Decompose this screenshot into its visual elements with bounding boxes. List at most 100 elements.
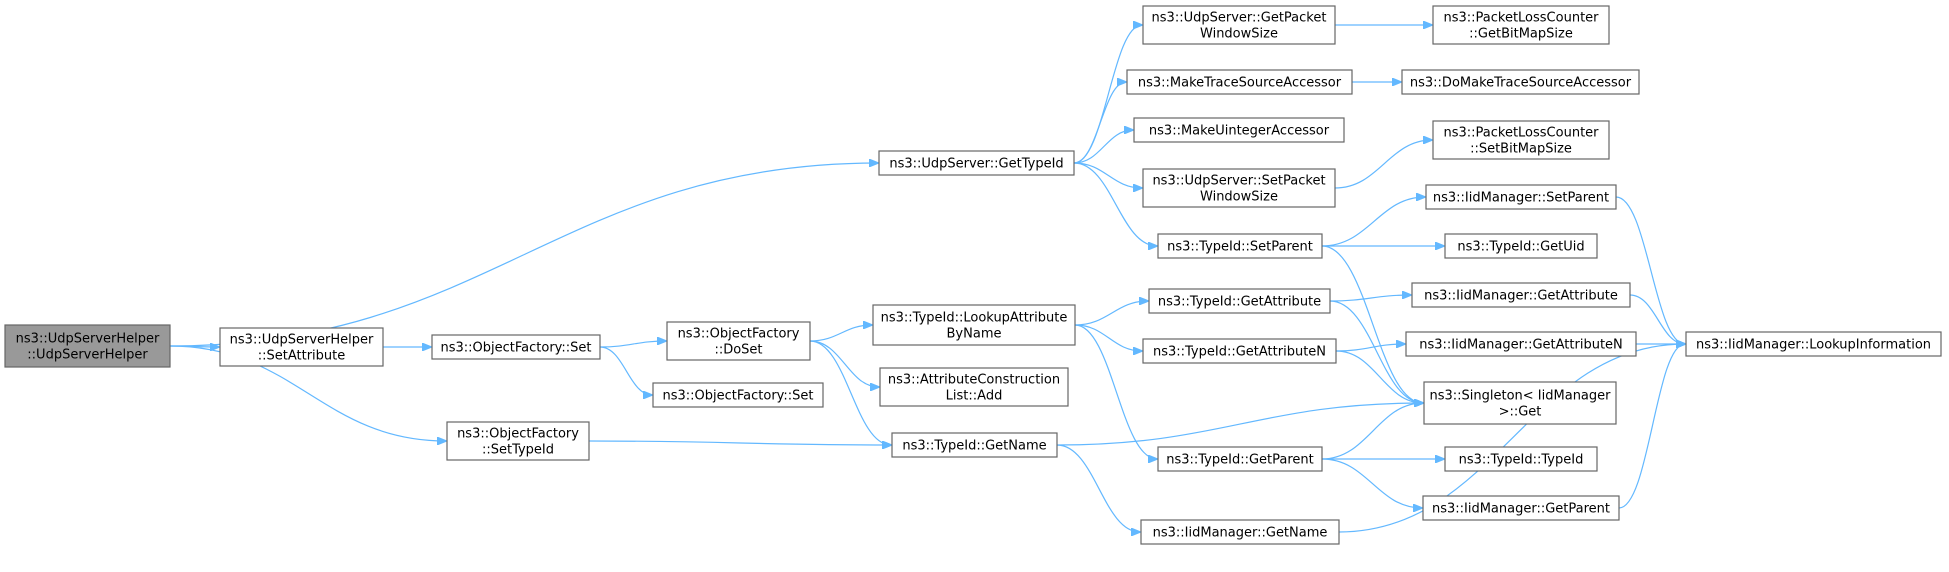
node-makeTrace[interactable]: ns3::MakeTraceSourceAccessor <box>1126 69 1353 95</box>
node-box[interactable] <box>1142 168 1336 208</box>
node-root[interactable]: ns3::UdpServerHelper::UdpServerHelper <box>4 324 171 368</box>
node-tidGetUid[interactable]: ns3::TypeId::GetUid <box>1444 233 1598 259</box>
node-iidLookup[interactable]: ns3::IidManager::LookupInformation <box>1685 331 1942 357</box>
node-iidGetAttrN[interactable]: ns3::IidManager::GetAttributeN <box>1405 331 1637 357</box>
edge-ofDoSet-to-lookupAttr <box>809 325 872 342</box>
node-tidSetParent[interactable]: ns3::TypeId::SetParent <box>1157 233 1323 259</box>
edge-setPktWin-to-plcSetBitMap <box>1334 140 1432 189</box>
node-helperSetAttr[interactable]: ns3::UdpServerHelper::SetAttribute <box>219 327 384 367</box>
edge-root-to-udpGetTypeId <box>169 163 878 347</box>
node-iidSetParent[interactable]: ns3::IidManager::SetParent <box>1425 184 1617 210</box>
node-label: ns3::Singleton< IidManager <box>1429 389 1611 404</box>
node-udpGetTypeId[interactable]: ns3::UdpServer::GetTypeId <box>878 150 1075 176</box>
edge-ofSet-to-ofDoSet <box>599 341 666 348</box>
node-tidTypeId[interactable]: ns3::TypeId::TypeId <box>1444 446 1598 472</box>
node-tidGetAttr[interactable]: ns3::TypeId::GetAttribute <box>1148 288 1331 314</box>
node-box[interactable] <box>1405 331 1637 357</box>
node-tidGetAttrN[interactable]: ns3::TypeId::GetAttributeN <box>1142 338 1337 364</box>
node-label: ::SetBitMapSize <box>1470 142 1572 157</box>
node-box[interactable] <box>1444 446 1598 472</box>
node-box[interactable] <box>1685 331 1942 357</box>
node-box[interactable] <box>1142 5 1336 45</box>
node-box[interactable] <box>666 321 811 361</box>
node-box[interactable] <box>878 150 1075 176</box>
node-label: >::Get <box>1499 405 1542 420</box>
edge-udpGetTypeId-to-makeUint <box>1073 130 1133 164</box>
node-box[interactable] <box>1422 495 1620 521</box>
node-ofSetTypeId[interactable]: ns3::ObjectFactory::SetTypeId <box>446 421 590 461</box>
edge-tidGetName-to-iidGetName <box>1056 444 1140 532</box>
node-label: ns3::IidManager::GetName <box>1153 526 1328 541</box>
node-iidGetParent[interactable]: ns3::IidManager::GetParent <box>1422 495 1620 521</box>
node-label: ns3::UdpServerHelper <box>16 332 160 347</box>
edge-udpGetTypeId-to-tidSetParent <box>1073 162 1157 246</box>
node-box[interactable] <box>446 421 590 461</box>
node-box[interactable] <box>1432 120 1610 160</box>
node-iidGetAttr[interactable]: ns3::IidManager::GetAttribute <box>1411 282 1631 308</box>
node-label: ns3::PacketLossCounter <box>1443 126 1599 141</box>
edge-iidGetAttr-to-iidLookup <box>1629 294 1685 344</box>
node-doMakeTrace[interactable]: ns3::DoMakeTraceSourceAccessor <box>1401 69 1640 95</box>
node-box[interactable] <box>1411 282 1631 308</box>
node-box[interactable] <box>1157 233 1323 259</box>
node-label: ns3::UdpServer::GetTypeId <box>889 157 1063 172</box>
node-box[interactable] <box>1444 233 1598 259</box>
node-box[interactable] <box>652 382 824 408</box>
node-tidGetName[interactable]: ns3::TypeId::GetName <box>891 432 1058 458</box>
node-iidGetName[interactable]: ns3::IidManager::GetName <box>1140 519 1340 545</box>
node-plcGetBitMap[interactable]: ns3::PacketLossCounter::GetBitMapSize <box>1432 5 1610 45</box>
node-label: ns3::IidManager::GetParent <box>1432 502 1610 517</box>
node-label: ns3::IidManager::LookupInformation <box>1696 338 1931 353</box>
node-singletonGet[interactable]: ns3::Singleton< IidManager>::Get <box>1423 381 1617 425</box>
node-box[interactable] <box>1157 446 1323 472</box>
node-box[interactable] <box>891 432 1058 458</box>
edge-iidSetParent-to-iidLookup <box>1615 196 1685 344</box>
edge-tidGetAttrN-to-iidGetAttrN <box>1335 344 1405 352</box>
node-plcSetBitMap[interactable]: ns3::PacketLossCounter::SetBitMapSize <box>1432 120 1610 160</box>
node-label: ns3::ObjectFactory::Set <box>662 389 813 404</box>
edge-tidGetParent-to-singletonGet <box>1321 403 1423 460</box>
node-label: ::GetBitMapSize <box>1469 27 1573 42</box>
node-box[interactable] <box>431 334 601 360</box>
node-box[interactable] <box>872 304 1076 346</box>
node-tidGetParent[interactable]: ns3::TypeId::GetParent <box>1157 446 1323 472</box>
node-box[interactable] <box>1126 69 1353 95</box>
node-label: ns3::TypeId::GetParent <box>1166 453 1314 468</box>
node-label: ns3::TypeId::GetName <box>902 439 1046 454</box>
edge-lookupAttr-to-tidGetAttrN <box>1074 324 1142 351</box>
node-box[interactable] <box>1148 288 1331 314</box>
node-box[interactable] <box>1423 381 1617 425</box>
node-ofSet[interactable]: ns3::ObjectFactory::Set <box>431 334 601 360</box>
node-label: ns3::IidManager::GetAttributeN <box>1419 338 1623 353</box>
node-label: WindowSize <box>1200 27 1278 42</box>
node-makeUint[interactable]: ns3::MakeUintegerAccessor <box>1133 117 1345 143</box>
node-label: ::DoSet <box>714 343 762 358</box>
node-box[interactable] <box>879 367 1069 407</box>
edge-tidGetName-to-singletonGet <box>1056 403 1423 446</box>
edge-lookupAttr-to-tidGetParent <box>1074 324 1157 459</box>
node-ofSet2[interactable]: ns3::ObjectFactory::Set <box>652 382 824 408</box>
node-box[interactable] <box>1133 117 1345 143</box>
node-label: ns3::AttributeConstruction <box>888 373 1060 388</box>
edge-ofDoSet-to-acAdd <box>809 340 879 387</box>
node-ofDoSet[interactable]: ns3::ObjectFactory::DoSet <box>666 321 811 361</box>
edge-udpGetTypeId-to-makeTrace <box>1073 82 1126 164</box>
node-box[interactable] <box>1425 184 1617 210</box>
edge-lookupAttr-to-tidGetAttr <box>1074 301 1148 326</box>
node-box[interactable] <box>1142 338 1337 364</box>
nodes-layer: ns3::UdpServerHelper::UdpServerHelperns3… <box>4 5 1942 545</box>
node-box[interactable] <box>4 324 171 368</box>
node-label: ns3::UdpServer::GetPacket <box>1152 11 1327 26</box>
node-label: ::SetTypeId <box>482 443 554 458</box>
node-box[interactable] <box>1140 519 1340 545</box>
node-box[interactable] <box>1432 5 1610 45</box>
node-box[interactable] <box>219 327 384 367</box>
node-box[interactable] <box>1401 69 1640 95</box>
node-label: ns3::IidManager::GetAttribute <box>1424 289 1618 304</box>
edge-ofSetTypeId-to-tidGetName <box>588 440 891 445</box>
